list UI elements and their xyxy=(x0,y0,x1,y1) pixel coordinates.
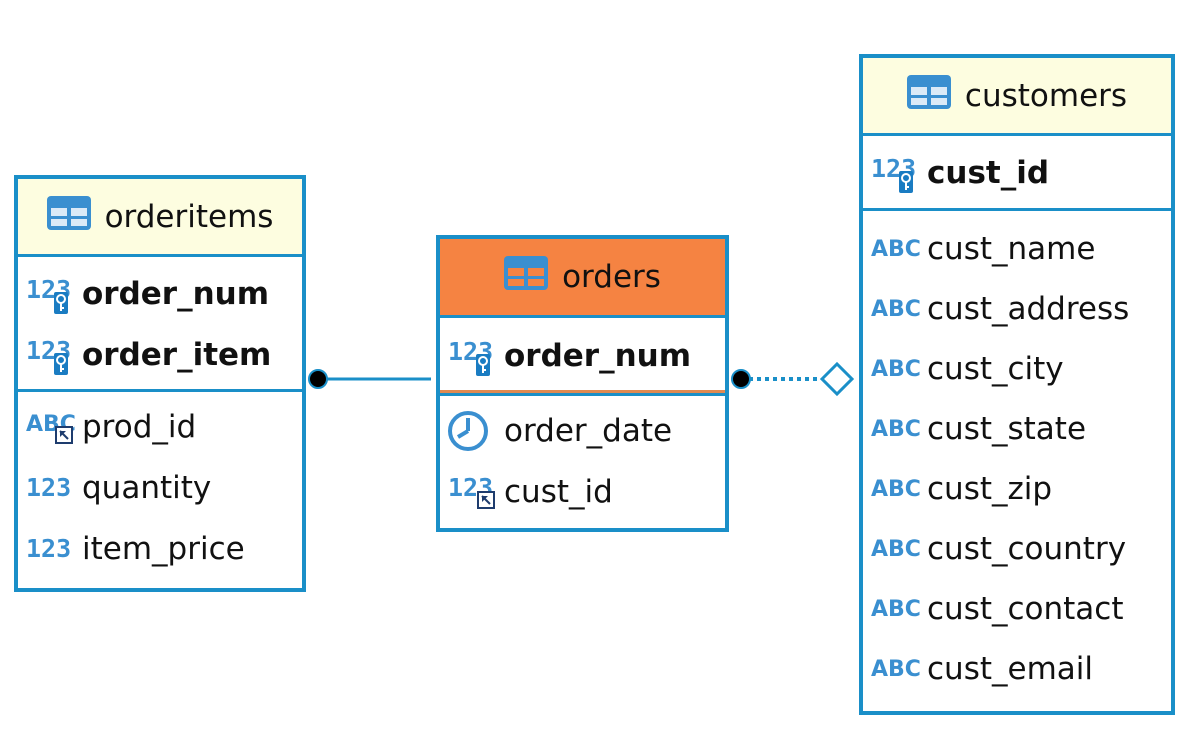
column-row[interactable]: ABC cust_state xyxy=(863,399,1171,459)
column-row[interactable]: ABC cust_city xyxy=(863,339,1171,399)
numeric-primary-key-icon: 123 xyxy=(26,336,82,375)
table-orders-header[interactable]: orders xyxy=(440,239,725,318)
column-row[interactable]: ABC cust_address xyxy=(863,279,1171,339)
pk-divider xyxy=(863,208,1171,211)
numeric-type-icon: 123 xyxy=(26,532,82,566)
table-orderitems[interactable]: orderitems 123 order_num 123 order_item … xyxy=(14,175,306,592)
clock-icon xyxy=(448,410,504,451)
column-row[interactable]: ABC cust_name xyxy=(863,219,1171,279)
column-name: cust_zip xyxy=(927,471,1053,507)
column-name: cust_id xyxy=(504,473,613,510)
relationship-orders-customers[interactable] xyxy=(731,361,855,397)
pk-divider xyxy=(18,389,302,392)
svg-text:123: 123 xyxy=(26,534,71,563)
svg-text:ABC: ABC xyxy=(871,477,921,502)
table-orders[interactable]: orders 123 order_num order_date 123 cust… xyxy=(436,235,729,532)
column-name: cust_name xyxy=(927,231,1096,267)
column-row[interactable]: ABC cust_contact xyxy=(863,579,1171,639)
column-row[interactable]: order_date xyxy=(440,400,725,461)
table-orderitems-header[interactable]: orderitems xyxy=(18,179,302,257)
text-type-icon: ABC xyxy=(871,652,927,686)
table-customers-header[interactable]: customers xyxy=(863,58,1171,136)
column-name: quantity xyxy=(82,469,212,506)
column-name: cust_address xyxy=(927,291,1130,327)
column-name: order_num xyxy=(82,275,270,312)
column-row[interactable]: 123 quantity xyxy=(18,457,302,518)
column-name: order_num xyxy=(504,338,692,374)
relationship-start-dot xyxy=(308,369,328,389)
column-row[interactable]: ABC cust_country xyxy=(863,519,1171,579)
column-row[interactable]: 123 item_price xyxy=(18,518,302,579)
relationship-orderitems-orders[interactable] xyxy=(308,369,431,389)
text-foreign-key-icon: ABC xyxy=(26,410,82,444)
text-type-icon: ABC xyxy=(871,292,927,326)
svg-text:ABC: ABC xyxy=(871,417,921,442)
numeric-primary-key-icon: 123 xyxy=(448,337,504,376)
svg-text:ABC: ABC xyxy=(871,537,921,562)
column-name: order_item xyxy=(82,336,272,373)
pk-divider xyxy=(440,393,725,396)
column-row[interactable]: 123 order_num xyxy=(440,322,725,390)
svg-text:ABC: ABC xyxy=(871,657,921,682)
column-name: cust_contact xyxy=(927,591,1124,627)
svg-text:123: 123 xyxy=(26,473,71,502)
column-name: cust_city xyxy=(927,351,1064,387)
column-row[interactable]: ABC cust_email xyxy=(863,639,1171,699)
column-name: cust_email xyxy=(927,651,1093,687)
table-icon xyxy=(906,74,951,117)
numeric-primary-key-icon: 123 xyxy=(26,275,82,314)
svg-text:ABC: ABC xyxy=(871,297,921,322)
text-type-icon: ABC xyxy=(871,232,927,266)
column-name: prod_id xyxy=(82,408,197,445)
column-row[interactable]: ABC prod_id xyxy=(18,396,302,457)
column-row[interactable]: 123 cust_id xyxy=(863,138,1171,208)
table-name: orderitems xyxy=(104,198,274,235)
text-type-icon: ABC xyxy=(871,592,927,626)
table-name: customers xyxy=(964,77,1128,114)
svg-text:ABC: ABC xyxy=(871,357,921,382)
pk-divider xyxy=(440,390,725,393)
table-icon xyxy=(46,195,91,238)
column-row[interactable]: 123 order_item xyxy=(18,324,302,385)
numeric-primary-key-icon: 123 xyxy=(871,154,927,193)
svg-text:ABC: ABC xyxy=(871,597,921,622)
text-type-icon: ABC xyxy=(871,412,927,446)
relationship-end-diamond xyxy=(819,361,855,397)
text-type-icon: ABC xyxy=(871,472,927,506)
text-type-icon: ABC xyxy=(871,352,927,386)
relationship-start-dot xyxy=(731,369,751,389)
svg-text:ABC: ABC xyxy=(871,237,921,262)
column-row[interactable]: 123 cust_id xyxy=(440,461,725,522)
column-row[interactable]: 123 order_num xyxy=(18,263,302,324)
table-icon xyxy=(504,256,549,298)
column-name: item_price xyxy=(82,530,245,567)
column-name: order_date xyxy=(504,412,673,449)
table-customers[interactable]: customers 123 cust_id ABC cust_name ABC … xyxy=(859,54,1175,715)
table-name: orders xyxy=(562,259,661,295)
column-row[interactable]: ABC cust_zip xyxy=(863,459,1171,519)
numeric-foreign-key-icon: 123 xyxy=(448,473,504,509)
column-name: cust_id xyxy=(927,155,1050,191)
column-name: cust_country xyxy=(927,531,1127,567)
column-name: cust_state xyxy=(927,411,1087,447)
numeric-type-icon: 123 xyxy=(26,471,82,505)
text-type-icon: ABC xyxy=(871,532,927,566)
